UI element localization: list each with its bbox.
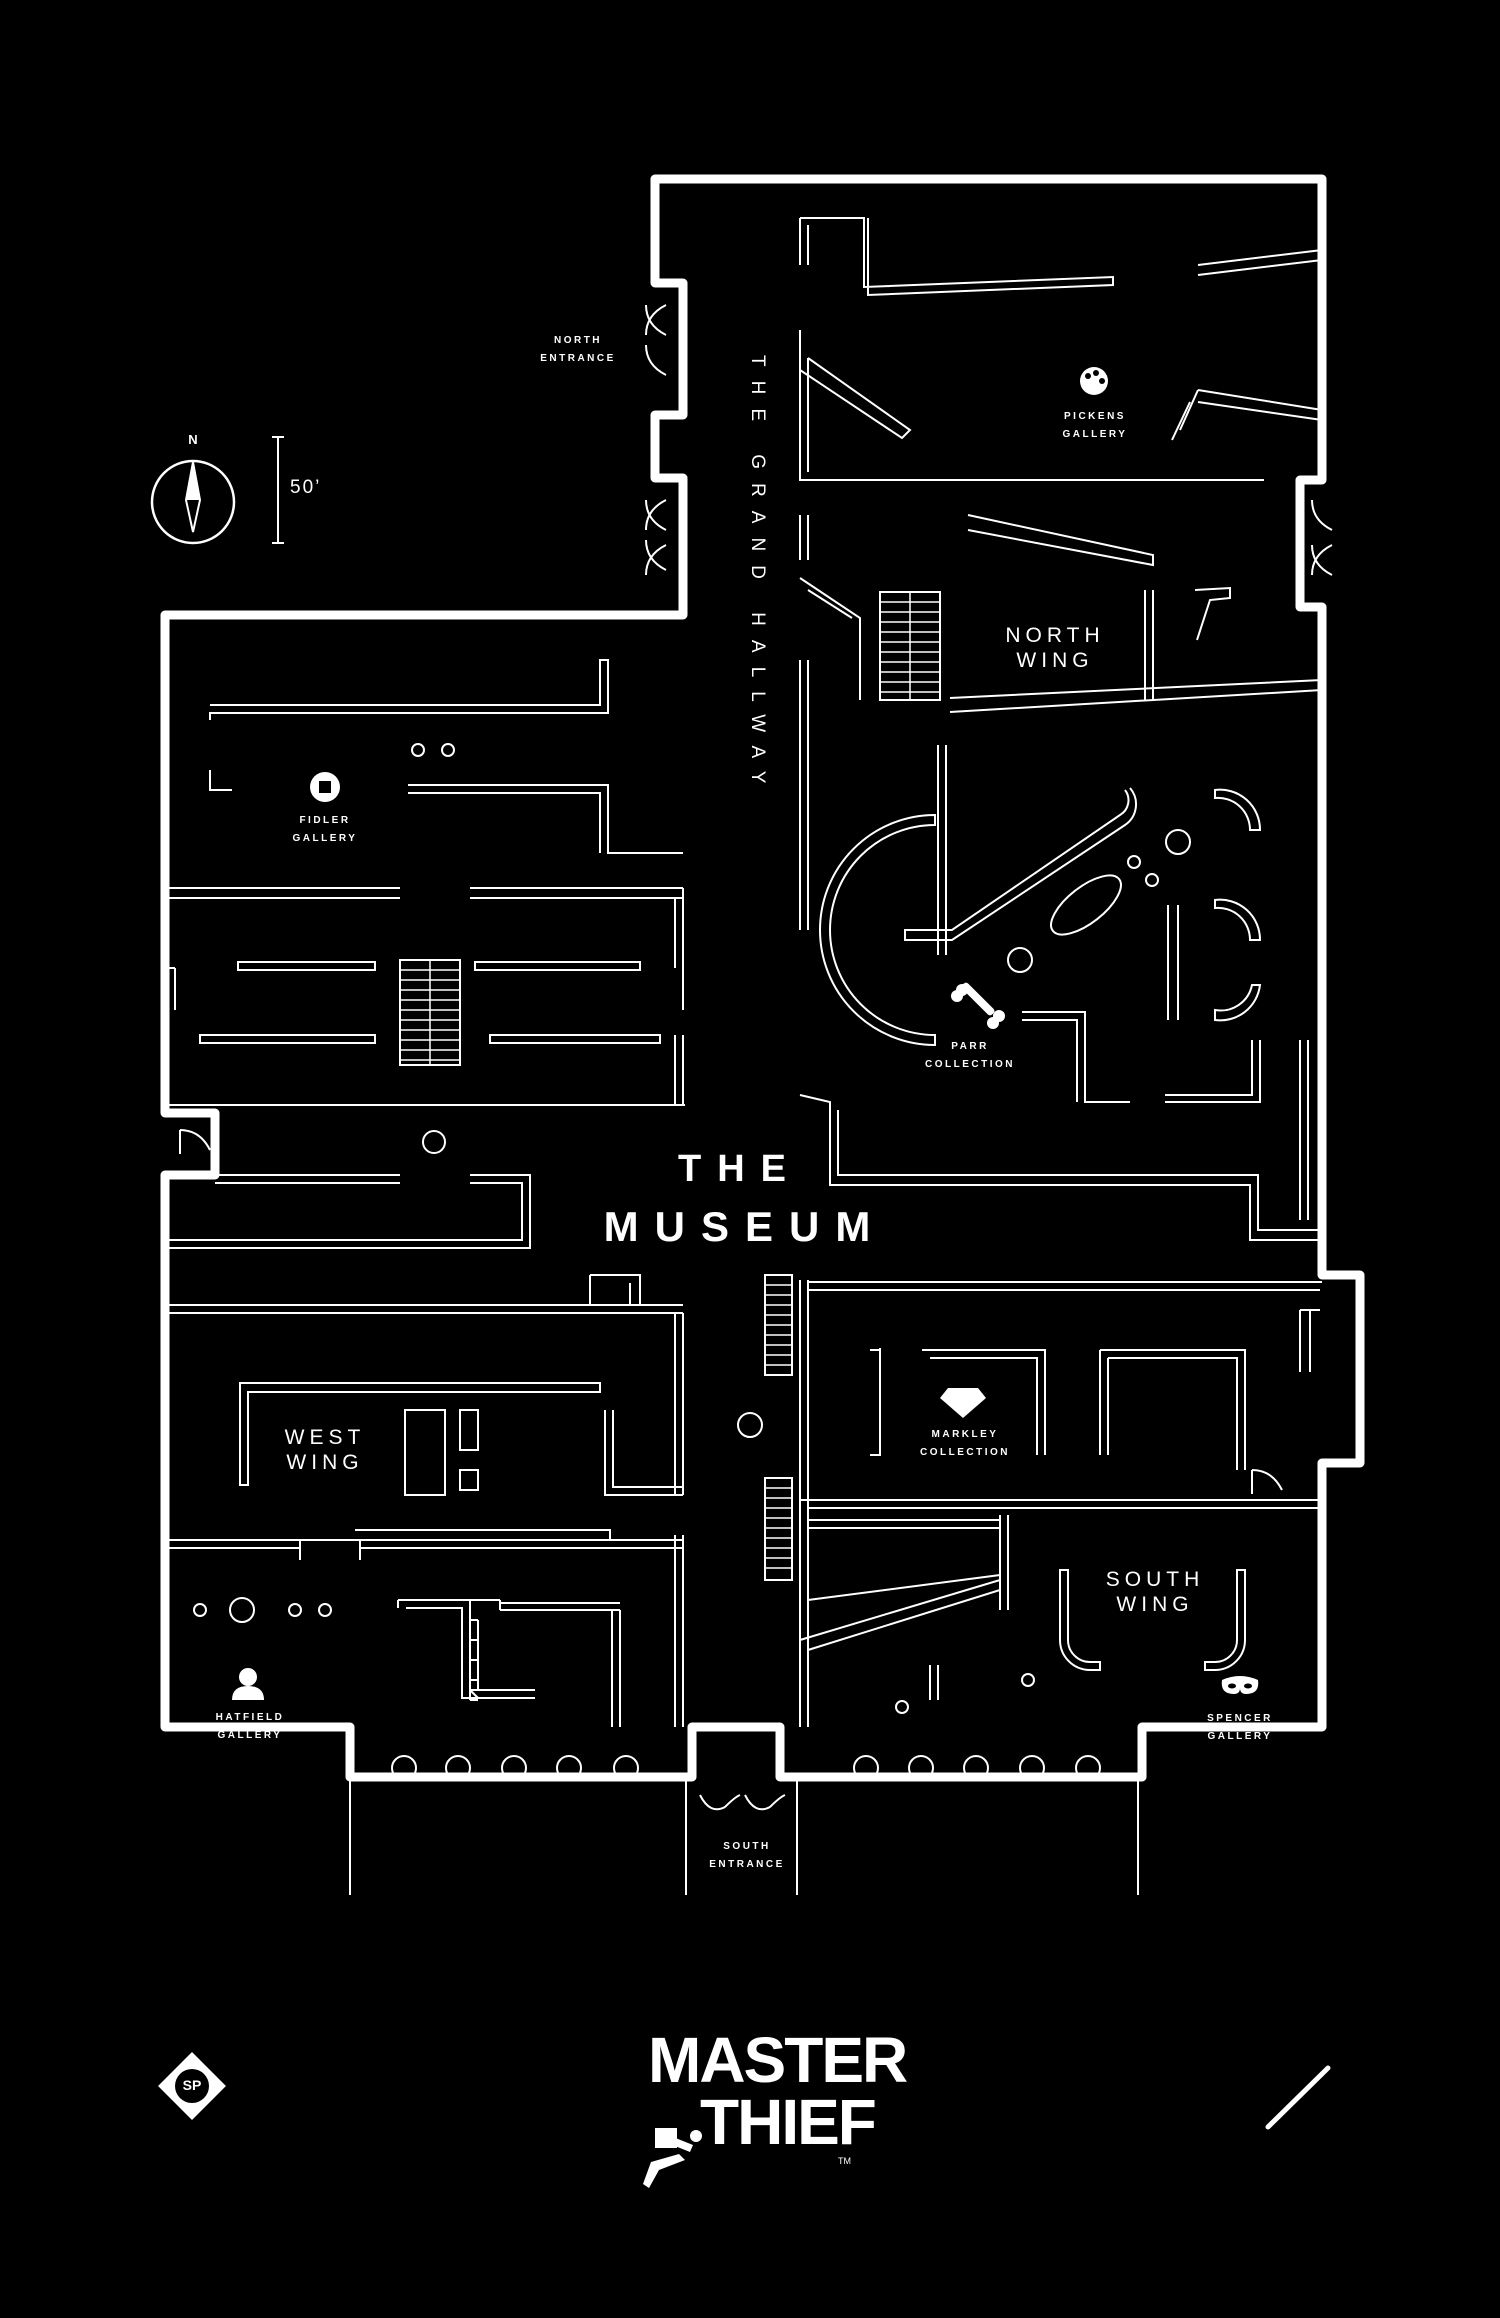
bone-icon [951,982,1005,1029]
interior-walls [165,217,1323,1727]
logo-tm: TM [838,2156,851,2166]
sp-badge-label: SP [182,2077,202,2093]
pillars [193,743,1191,1781]
scale-bar [272,436,284,544]
mask-icon [1221,1676,1259,1694]
south-exterior-lines [349,1777,1139,1895]
palette-icon [1080,367,1108,395]
title-line-1: THE [678,1148,802,1190]
stair-treads [400,592,940,1569]
north-entrance-doors [179,304,1333,1494]
outer-wall [160,174,1365,1782]
scale-label: 50’ [290,477,322,498]
runner-icon [643,2128,702,2188]
sp-badge-icon [158,2052,226,2120]
diamond-icon [940,1388,986,1418]
title-line-2: MUSEUM [603,1203,887,1250]
grand-hallway-label: THE GRAND HALLWAY [747,355,768,798]
coin-icon [310,772,340,802]
bust-icon [232,1668,264,1700]
logo-line-1: MASTER [648,2024,908,2096]
slash-mark [1265,2065,1331,2130]
compass-north-label: N [188,432,198,447]
logo-line-2: THIEF [700,2086,877,2158]
compass-icon [150,459,236,545]
